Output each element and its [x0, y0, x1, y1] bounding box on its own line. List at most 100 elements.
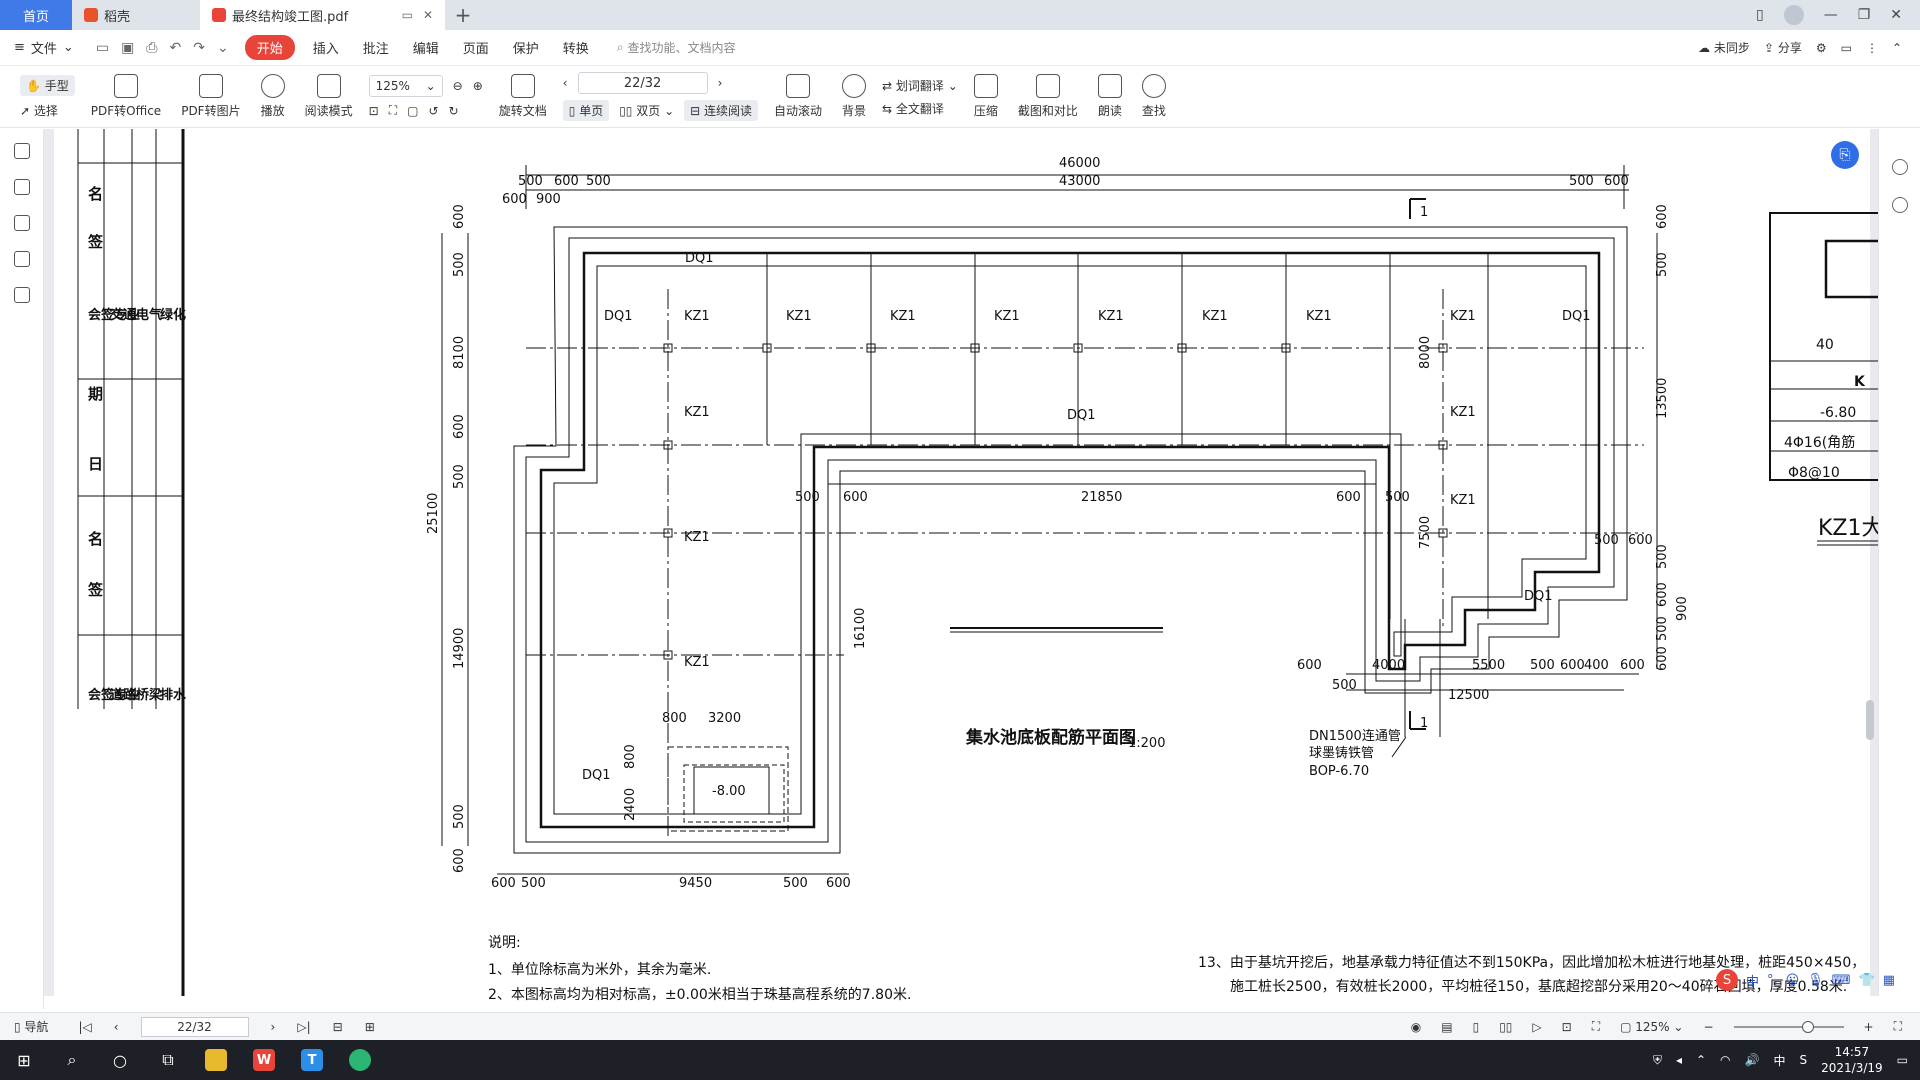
collapse-icon[interactable]: ⌃ — [1891, 40, 1902, 55]
ime-emoji-icon[interactable]: ☺ — [1785, 972, 1800, 988]
network-icon[interactable]: ◠ — [1720, 1053, 1731, 1067]
menu-convert[interactable]: 转换 — [562, 42, 589, 57]
open-folder-icon[interactable]: ▭ — [95, 39, 110, 56]
zoom-out-status-icon[interactable]: − — [1703, 1019, 1714, 1034]
pdf-to-office-button[interactable]: PDF转Office — [81, 74, 171, 119]
zoom-status[interactable]: ▢ 125% ⌄ — [1620, 1019, 1684, 1034]
file-explorer-button[interactable] — [192, 1040, 240, 1080]
screenshot-compare-button[interactable]: 截图和对比 — [1008, 74, 1088, 119]
bookmark-icon[interactable] — [13, 143, 30, 159]
rotate-document-button[interactable]: 旋转文档 — [489, 74, 557, 119]
security-icon[interactable]: ⛨ — [1652, 1052, 1662, 1067]
comment-panel-icon[interactable] — [13, 215, 30, 231]
share-button[interactable]: ⇪ 分享 — [1763, 41, 1802, 55]
floating-tool-button[interactable]: ⎘ — [1831, 141, 1859, 169]
sogou-tray-icon[interactable]: S — [1799, 1053, 1808, 1067]
ime-punct-icon[interactable]: °, — [1767, 972, 1778, 988]
ime-keyboard-icon[interactable]: ⌨ — [1831, 972, 1851, 988]
double-page-button[interactable]: ▯▯ 双页 ⌄ — [619, 104, 675, 118]
menu-start[interactable]: 开始 — [244, 35, 295, 60]
rotate-right-icon[interactable]: ↻ — [448, 103, 459, 118]
ime-mic-icon[interactable]: 🎙 — [1807, 972, 1824, 988]
clock[interactable]: 14:57 2021/3/19 — [1821, 1044, 1883, 1076]
nav-pane-button[interactable]: ▯ 导航 — [14, 1020, 49, 1034]
ime-skin-icon[interactable]: 👕 — [1858, 972, 1875, 988]
zoom-in-status-icon[interactable]: + — [1863, 1019, 1874, 1034]
background-button[interactable]: 背景 — [832, 74, 876, 119]
menu-annotate[interactable]: 批注 — [362, 42, 389, 57]
vertical-scrollbar[interactable] — [1866, 140, 1874, 990]
prev-page-status-icon[interactable]: ‹ — [113, 1019, 119, 1034]
tab-home[interactable]: 首页 — [0, 0, 72, 30]
t-app-button[interactable]: T — [288, 1040, 336, 1080]
restore-icon[interactable]: ❐ — [1857, 7, 1871, 23]
back-icon[interactable]: ⊟ — [332, 1019, 343, 1034]
menu-protect[interactable]: 保护 — [512, 42, 539, 57]
alert-icon[interactable]: ◂ — [1675, 1053, 1682, 1067]
help-icon[interactable] — [1891, 197, 1908, 213]
more-icon[interactable]: ⋮ — [1865, 40, 1878, 55]
hand-tool-button[interactable]: ✋ 手型 — [20, 74, 75, 96]
page-input[interactable]: 22/32 — [577, 72, 708, 94]
start-button[interactable]: ⊞ — [0, 1040, 48, 1080]
settings-icon[interactable]: ⚙ — [1815, 40, 1827, 55]
continuous-status-icon[interactable]: ▤ — [1441, 1019, 1453, 1034]
read-mode-button[interactable]: 阅读模式 — [295, 74, 363, 119]
layout-icon[interactable]: ▯ — [1755, 7, 1764, 23]
tab-document[interactable]: 最终结构竣工图.pdf ▭ ✕ — [200, 0, 445, 30]
single-page-button[interactable]: ▯ 单页 — [562, 100, 610, 121]
search-taskbar-button[interactable]: ⌕ — [48, 1040, 96, 1080]
undo-icon[interactable]: ↶ — [169, 39, 182, 56]
first-page-icon[interactable]: |◁ — [78, 1019, 92, 1034]
signature-icon[interactable] — [13, 287, 30, 303]
menu-page[interactable]: 页面 — [462, 42, 489, 57]
tab-daoke[interactable]: 稻壳 — [72, 0, 200, 30]
zoom-out-icon[interactable]: ⊖ — [452, 79, 463, 93]
volume-icon[interactable]: 🔊 — [1744, 1053, 1760, 1067]
full-translate-button[interactable]: ⇆ 全文翻译 — [882, 101, 944, 116]
ime-lang[interactable]: 中 — [1746, 974, 1760, 990]
zoom-slider-knob[interactable] — [1801, 1020, 1814, 1033]
zoom-in-icon[interactable]: ⊕ — [472, 79, 483, 93]
close-window-icon[interactable]: ✕ — [1890, 7, 1902, 23]
attachment-icon[interactable] — [13, 251, 30, 267]
auto-scroll-button[interactable]: 自动滚动 — [764, 74, 832, 119]
single-status-icon[interactable]: ▯ — [1472, 1019, 1480, 1034]
minimize-icon[interactable]: — — [1823, 7, 1838, 23]
find-button[interactable]: 查找 — [1132, 74, 1176, 119]
tab-pin-icon[interactable]: ▭ — [401, 8, 413, 22]
zoom-select[interactable]: 125% ⌄ — [368, 75, 443, 97]
actual-size-icon[interactable]: ⊡ — [368, 103, 379, 118]
comment-icon[interactable]: ▭ — [1840, 40, 1852, 55]
pdf-to-image-button[interactable]: PDF转图片 — [171, 74, 250, 119]
task-view-button[interactable]: ⧉ — [144, 1040, 192, 1080]
sogou-logo[interactable]: S — [1716, 969, 1738, 991]
sync-button[interactable]: ☁ 未同步 — [1698, 41, 1750, 55]
fit-width-icon[interactable]: ▢ — [407, 103, 419, 118]
ime-tools-icon[interactable]: ▦ — [1882, 972, 1895, 988]
save-icon[interactable]: ▣ — [121, 39, 135, 56]
read-aloud-button[interactable]: 朗读 — [1088, 74, 1132, 119]
next-page-icon[interactable]: › — [717, 76, 723, 90]
print-icon[interactable]: ⎙ — [146, 39, 158, 56]
play-button[interactable]: 播放 — [251, 74, 295, 119]
continuous-read-button[interactable]: ⊟ 连续阅读 — [684, 100, 759, 121]
menu-edit[interactable]: 编辑 — [412, 42, 439, 57]
search-box[interactable]: ⌕ 查找功能、文档内容 — [617, 39, 736, 56]
customize-icon[interactable]: ⌄ — [216, 39, 229, 56]
select-tool-button[interactable]: ➚ 选择 — [20, 103, 58, 118]
edge-button[interactable] — [336, 1040, 384, 1080]
document-viewport[interactable]: 名 签 会签专业 交通 电气 绿化 期 日 名 签 会签专业 道路 桥梁 排水 … — [44, 129, 1891, 1003]
thumbnail-icon[interactable] — [13, 179, 30, 195]
compress-button[interactable]: 压缩 — [964, 74, 1008, 119]
next-page-status-icon[interactable]: › — [270, 1019, 276, 1034]
tab-close-icon[interactable]: ✕ — [422, 8, 433, 22]
notification-icon[interactable]: ▭ — [1896, 1053, 1908, 1067]
avatar[interactable] — [1783, 5, 1804, 25]
eye-care-icon[interactable]: ◉ — [1410, 1019, 1422, 1034]
menu-insert[interactable]: 插入 — [312, 42, 339, 57]
play-status-icon[interactable]: ▷ — [1532, 1019, 1542, 1034]
rotate-left-icon[interactable]: ↺ — [428, 103, 439, 118]
chevron-up-icon[interactable]: ⌃ — [1695, 1053, 1707, 1067]
prev-page-icon[interactable]: ‹ — [562, 76, 568, 90]
